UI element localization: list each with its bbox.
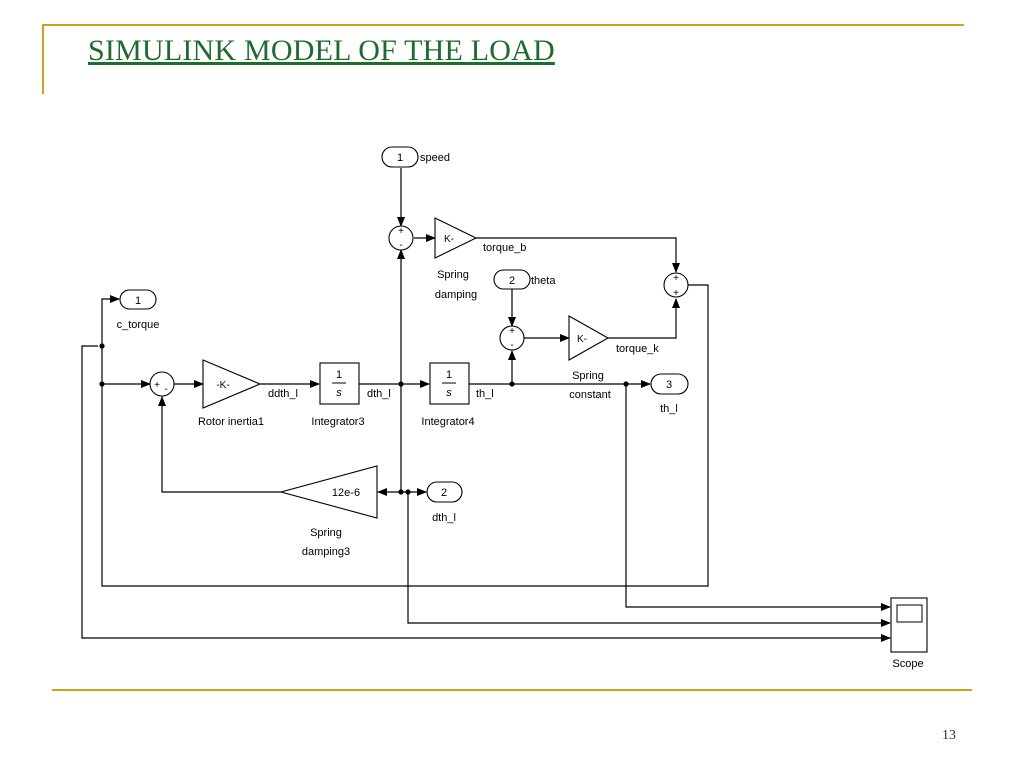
gain-damping3-text: 12e-6 <box>332 487 360 499</box>
wire-scope-2 <box>407 492 891 627</box>
wire-torque-k <box>608 298 680 339</box>
wire-torque-b <box>476 237 680 273</box>
sum-theta-minus: - <box>510 340 513 351</box>
accent-rule-vertical <box>42 24 44 94</box>
sum-speed[interactable]: + - <box>388 225 414 251</box>
gain-damping-text: K- <box>444 234 454 245</box>
integrator4-denominator: s <box>446 387 452 399</box>
integrator3-label: Integrator3 <box>311 416 364 428</box>
sum-torque[interactable]: + + <box>663 272 689 299</box>
outport-dth-l[interactable]: 2 dth_l <box>426 481 463 524</box>
signal-dth-l: dth_l <box>367 388 391 400</box>
outport-th-l[interactable]: 3 th_l <box>650 373 689 415</box>
accent-rule-top <box>42 24 964 26</box>
outport-c-torque-number: 1 <box>135 295 141 307</box>
wire-scope-3 <box>81 345 891 642</box>
wire-damping3-to-sum <box>158 396 281 493</box>
integrator3-numerator: 1 <box>336 369 342 381</box>
outport-dth-l-number: 2 <box>441 487 447 499</box>
sum-torque-plus-bottom: + <box>673 288 679 299</box>
gain-spring-constant[interactable]: K- Spring constant <box>568 315 611 401</box>
signal-torque-b: torque_b <box>483 242 526 254</box>
sum-theta[interactable]: + - <box>499 325 525 351</box>
wire-to-c-torque <box>101 295 120 384</box>
gain-constant-label-1: Spring <box>572 370 604 382</box>
integrator4-label: Integrator4 <box>421 416 474 428</box>
gain-damping3-label-2: damping3 <box>302 546 350 558</box>
gain-constant-text: K- <box>577 334 587 345</box>
branch-points <box>99 343 629 495</box>
wire-total-torque <box>101 284 709 587</box>
wire-scope-1 <box>625 384 891 611</box>
integrator-4[interactable]: 1 s Integrator4 <box>421 362 475 428</box>
sum-main-plus: + <box>154 380 160 391</box>
gain-spring-damping[interactable]: K- Spring damping <box>434 217 478 301</box>
gain-inertia-text: -K- <box>216 380 229 391</box>
inport-theta-number: 2 <box>509 275 515 287</box>
accent-rule-bottom <box>52 689 972 691</box>
outport-th-l-label: th_l <box>660 403 678 415</box>
scope-block[interactable]: Scope <box>890 597 928 670</box>
outport-dth-l-label: dth_l <box>432 512 456 524</box>
integrator-3[interactable]: 1 s Integrator3 <box>311 362 365 428</box>
sum-speed-minus: - <box>399 240 402 251</box>
sum-main[interactable]: + - <box>149 371 175 397</box>
inport-speed-label: speed <box>420 152 450 164</box>
signal-torque-k: torque_k <box>616 343 659 355</box>
sum-speed-plus: + <box>398 226 404 237</box>
inport-speed-number: 1 <box>397 152 403 164</box>
gain-damping-label-1: Spring <box>437 269 469 281</box>
gain-rotor-inertia[interactable]: -K- Rotor inertia1 <box>198 359 264 428</box>
inport-theta[interactable]: 2 theta <box>493 269 556 290</box>
scope-label: Scope <box>892 658 923 670</box>
outport-c-torque-label: c_torque <box>117 319 160 331</box>
sum-torque-plus-top: + <box>673 273 679 284</box>
slide-title: SIMULINK MODEL OF THE LOAD <box>88 34 555 67</box>
signal-wires <box>81 168 891 642</box>
inport-theta-label: theta <box>531 275 556 287</box>
page-number: 13 <box>942 728 956 743</box>
integrator4-numerator: 1 <box>446 369 452 381</box>
gain-spring-damping3[interactable]: 12e-6 Spring damping3 <box>278 465 378 558</box>
integrator3-denominator: s <box>336 387 342 399</box>
inport-speed[interactable]: 1 speed <box>381 146 450 168</box>
outport-c-torque[interactable]: 1 c_torque <box>117 289 160 331</box>
sum-theta-plus: + <box>509 326 515 337</box>
signal-th-l: th_l <box>476 388 494 400</box>
signal-ddth-l: ddth_l <box>268 388 298 400</box>
gain-damping3-label-1: Spring <box>310 527 342 539</box>
gain-damping-label-2: damping <box>435 289 477 301</box>
gain-inertia-label: Rotor inertia1 <box>198 416 264 428</box>
outport-th-l-number: 3 <box>666 379 672 391</box>
gain-constant-label-2: constant <box>569 389 611 401</box>
sum-main-minus: - <box>164 384 167 395</box>
